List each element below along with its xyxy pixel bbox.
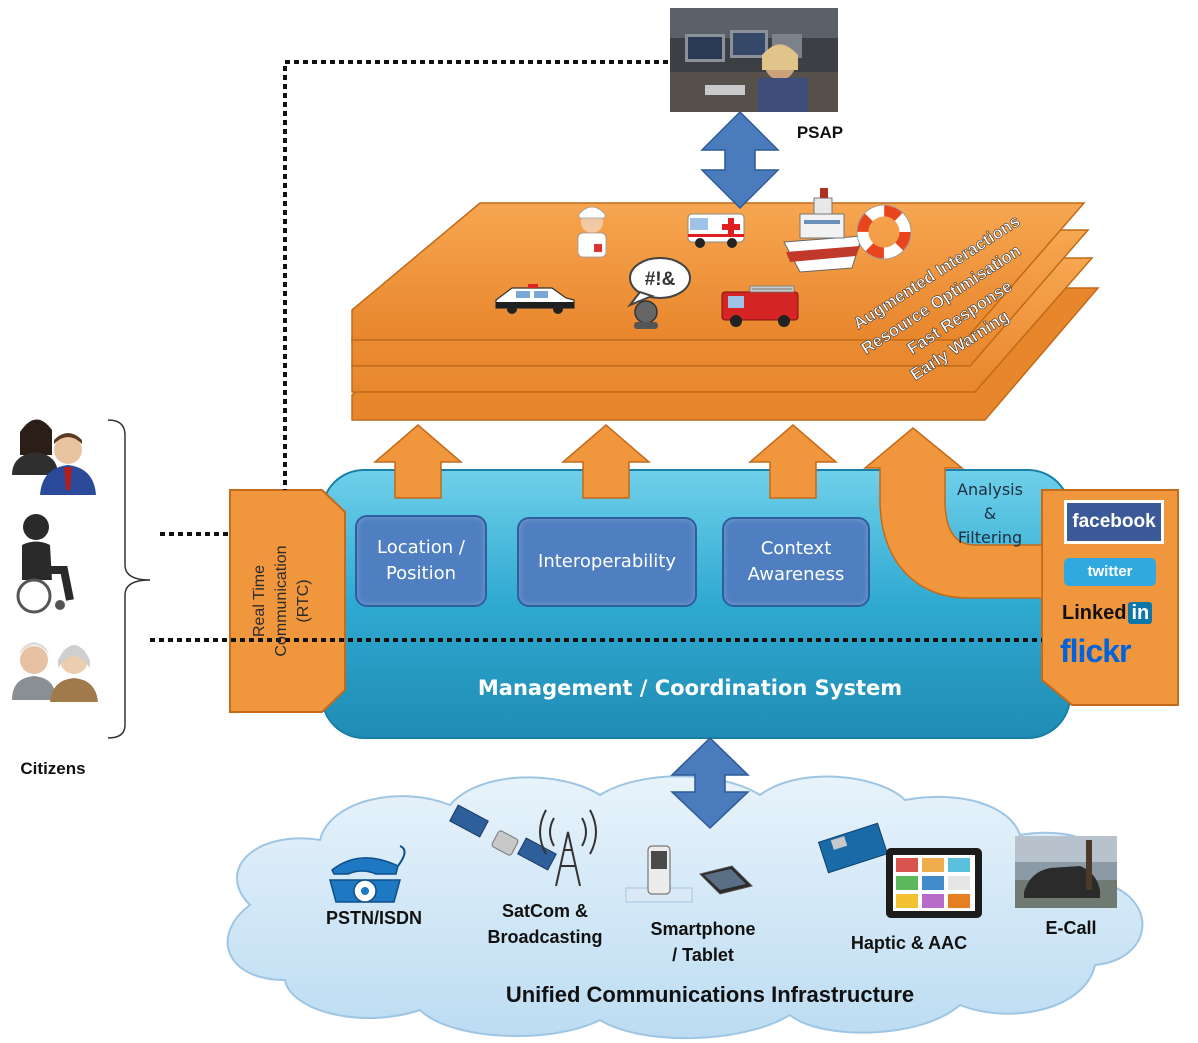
- infrastructure-cloud: [226, 775, 1144, 1040]
- rtc-box: [229, 489, 346, 713]
- management-system-title: Management / Coordination System: [477, 676, 903, 700]
- psap-double-arrow: [700, 110, 780, 210]
- tablet-icon: [699, 865, 753, 895]
- module-context-line2: Awareness: [747, 564, 845, 585]
- rtc-label-line1: Real Time: [251, 565, 268, 637]
- module-context-line1: Context: [760, 538, 832, 559]
- elderly-couple-icon: [12, 642, 98, 702]
- module-location-line2: Position: [385, 563, 457, 584]
- satcom-line1: SatCom &: [501, 901, 588, 921]
- couple-icon: [12, 419, 96, 495]
- lifebuoy-icon: [856, 204, 912, 260]
- ambulance-icon: [687, 213, 745, 248]
- nurse-icon: [577, 206, 607, 258]
- analysis-line2: &: [983, 504, 997, 523]
- module-location-line1: Location /: [377, 537, 465, 558]
- chat-warning-icon: #!&: [626, 257, 691, 329]
- analysis-line3: Filtering: [957, 528, 1023, 547]
- module-interoperability[interactable]: Interoperability: [517, 517, 697, 607]
- citizens-label: Citizens: [20, 759, 86, 778]
- smartphone-tablet-label: Smartphone / Tablet: [628, 916, 778, 968]
- flickr-logo[interactable]: flickr: [1060, 633, 1131, 669]
- fire-truck-icon: [721, 285, 799, 327]
- satcom-label: SatCom & Broadcasting: [470, 898, 620, 950]
- rtc-psap-dotted-line: [283, 60, 668, 490]
- linkedin-in-badge: in: [1128, 602, 1153, 624]
- citizens-bracket: [107, 419, 151, 739]
- infrastructure-double-arrow: [670, 736, 750, 830]
- psap-photo: [670, 8, 838, 112]
- analysis-curved-arrow: [862, 427, 1043, 599]
- rtc-label-line3: (RTC): [295, 579, 312, 622]
- psap-label: PSAP: [796, 123, 844, 142]
- smartphone-line1: Smartphone: [650, 919, 756, 939]
- ecall-label: E-Call: [1045, 918, 1097, 938]
- wheelchair-user-icon: [16, 514, 74, 614]
- haptic-aac-label: Haptic & AAC: [850, 933, 968, 953]
- module-location-position[interactable]: Location / Position: [355, 515, 487, 607]
- twitter-logo[interactable]: twitter: [1064, 558, 1156, 586]
- analysis-filtering-label: Analysis & Filtering: [944, 478, 1036, 550]
- speech-text: #!&: [645, 269, 676, 290]
- rtc-label-line2: Communication: [273, 545, 290, 656]
- satcom-line2: Broadcasting: [487, 927, 603, 947]
- smartphone-icon: [625, 845, 693, 903]
- ship-icon: [783, 188, 863, 273]
- crashed-car-photo: [1015, 836, 1117, 908]
- aac-tablet-icon: [886, 848, 982, 918]
- analysis-line1: Analysis: [957, 480, 1023, 499]
- telephone-icon: [329, 845, 406, 903]
- pstn-isdn-label: PSTN/ISDN: [325, 908, 422, 928]
- arduino-board-icon: [817, 822, 889, 874]
- facebook-logo[interactable]: facebook: [1064, 500, 1164, 544]
- police-car-icon: [495, 284, 575, 314]
- smartphone-line2: / Tablet: [672, 945, 734, 965]
- infrastructure-title: Unified Communications Infrastructure: [505, 982, 915, 1007]
- up-arrows: [372, 424, 839, 499]
- satellite-icon: [449, 804, 557, 871]
- linkedin-text: Linked: [1062, 602, 1127, 624]
- module-interoperability-label: Interoperability: [538, 551, 676, 572]
- broadcast-tower-icon: [539, 809, 597, 887]
- citizens-dotted-lines: [150, 532, 1042, 642]
